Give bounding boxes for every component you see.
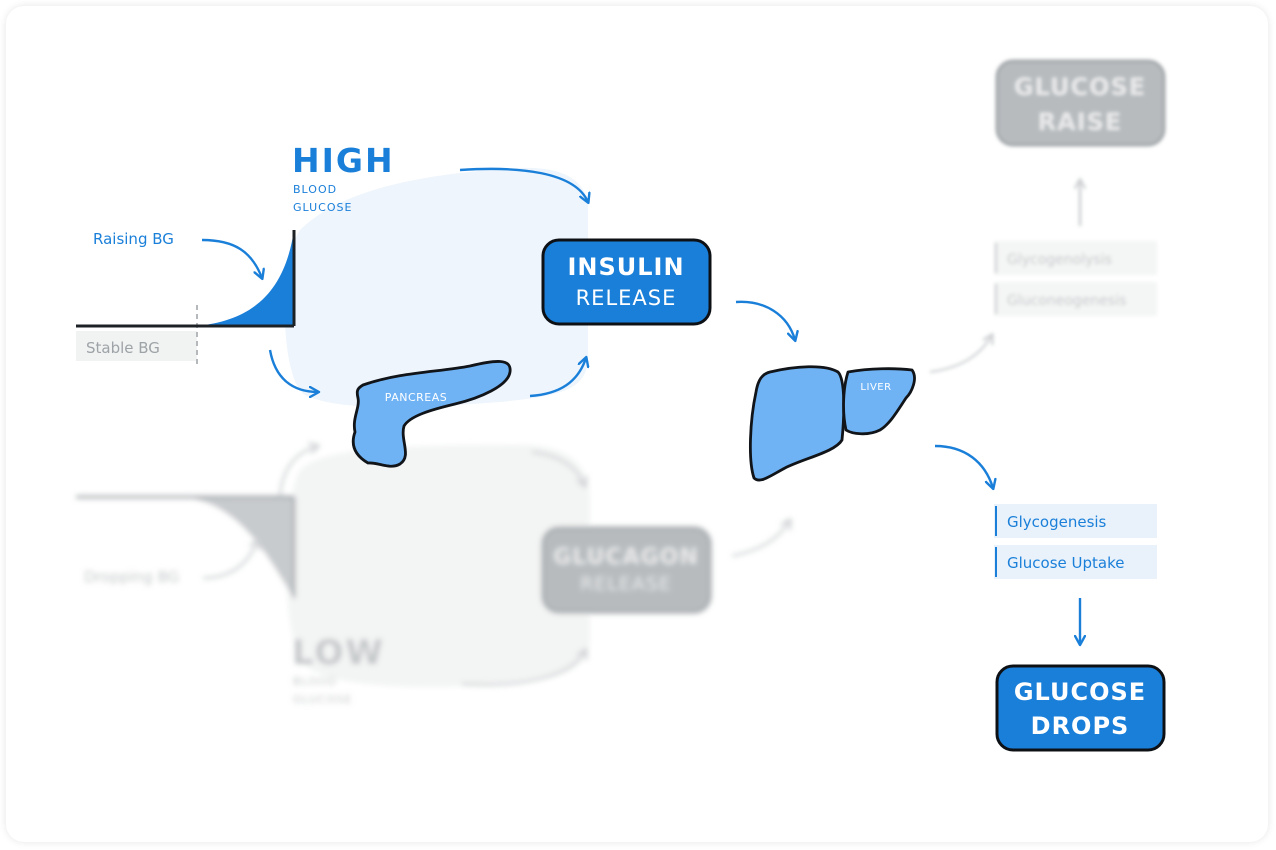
stable-bg-bar: [76, 331, 197, 361]
drop-process-bar-2: [994, 545, 1157, 579]
glucose-drops-line2: DROPS: [1031, 712, 1130, 740]
high-subtitle-line2: GLUCOSE: [293, 201, 352, 214]
raise-process-2: Gluconeogenesis: [1007, 293, 1126, 309]
raising-bg-curve: [197, 230, 294, 326]
dropping-bg-label: Dropping BG: [84, 568, 179, 586]
low-title: LOW: [292, 633, 385, 673]
dropping-bg-curve: [76, 497, 294, 598]
high-subtitle-line1: BLOOD: [293, 183, 337, 196]
drop-process-1: Glycogenesis: [1007, 513, 1107, 531]
diagram-frame: Dropping BG LOW BLOOD GLUCOSE GLUCAGON R…: [6, 6, 1268, 842]
glucagon-release-box: [541, 526, 712, 614]
liver-organ-right-lobe: [842, 367, 916, 436]
glucose-drops-box: [995, 664, 1166, 752]
raising-bg-label: Raising BG: [93, 230, 174, 248]
insulin-line2: RELEASE: [576, 286, 677, 310]
raise-process-bar-2: [994, 282, 1157, 316]
high-title: HIGH: [292, 141, 395, 180]
glucose-regulation-diagram: Dropping BG LOW BLOOD GLUCOSE GLUCAGON R…: [76, 59, 1166, 752]
glucose-raise-line1: GLUCOSE: [1014, 73, 1146, 101]
low-subtitle-line1: BLOOD: [293, 675, 337, 688]
liver-label: LIVER: [860, 382, 891, 393]
glucagon-line1: GLUCAGON: [553, 545, 699, 570]
low-subtitle-line2: GLUCOSE: [293, 693, 352, 706]
liver-organ-left-lobe: [748, 365, 846, 482]
glucose-drops-line1: GLUCOSE: [1014, 678, 1146, 706]
insulin-line1: INSULIN: [567, 253, 684, 281]
raise-process-1: Glycogenolysis: [1007, 252, 1112, 268]
glucose-raise-group: Glycogenolysis Gluconeogenesis GLUCOSE R…: [929, 59, 1166, 374]
glucose-raise-box: [995, 59, 1166, 147]
glucose-raise-line2: RAISE: [1038, 108, 1123, 136]
drop-process-bar-1: [994, 504, 1157, 538]
raise-process-bar-1: [994, 241, 1157, 275]
high-panel-background: [284, 167, 588, 408]
pancreas-organ: [351, 360, 512, 468]
pancreas-label: PANCREAS: [385, 391, 447, 404]
low-panel-background: [286, 445, 590, 687]
stable-bg-label: Stable BG: [86, 339, 160, 357]
glucagon-line2: RELEASE: [580, 573, 672, 595]
insulin-release-box: [541, 238, 712, 326]
drop-process-2: Glucose Uptake: [1007, 554, 1125, 572]
low-group: Dropping BG LOW BLOOD GLUCOSE GLUCAGON R…: [76, 445, 790, 706]
